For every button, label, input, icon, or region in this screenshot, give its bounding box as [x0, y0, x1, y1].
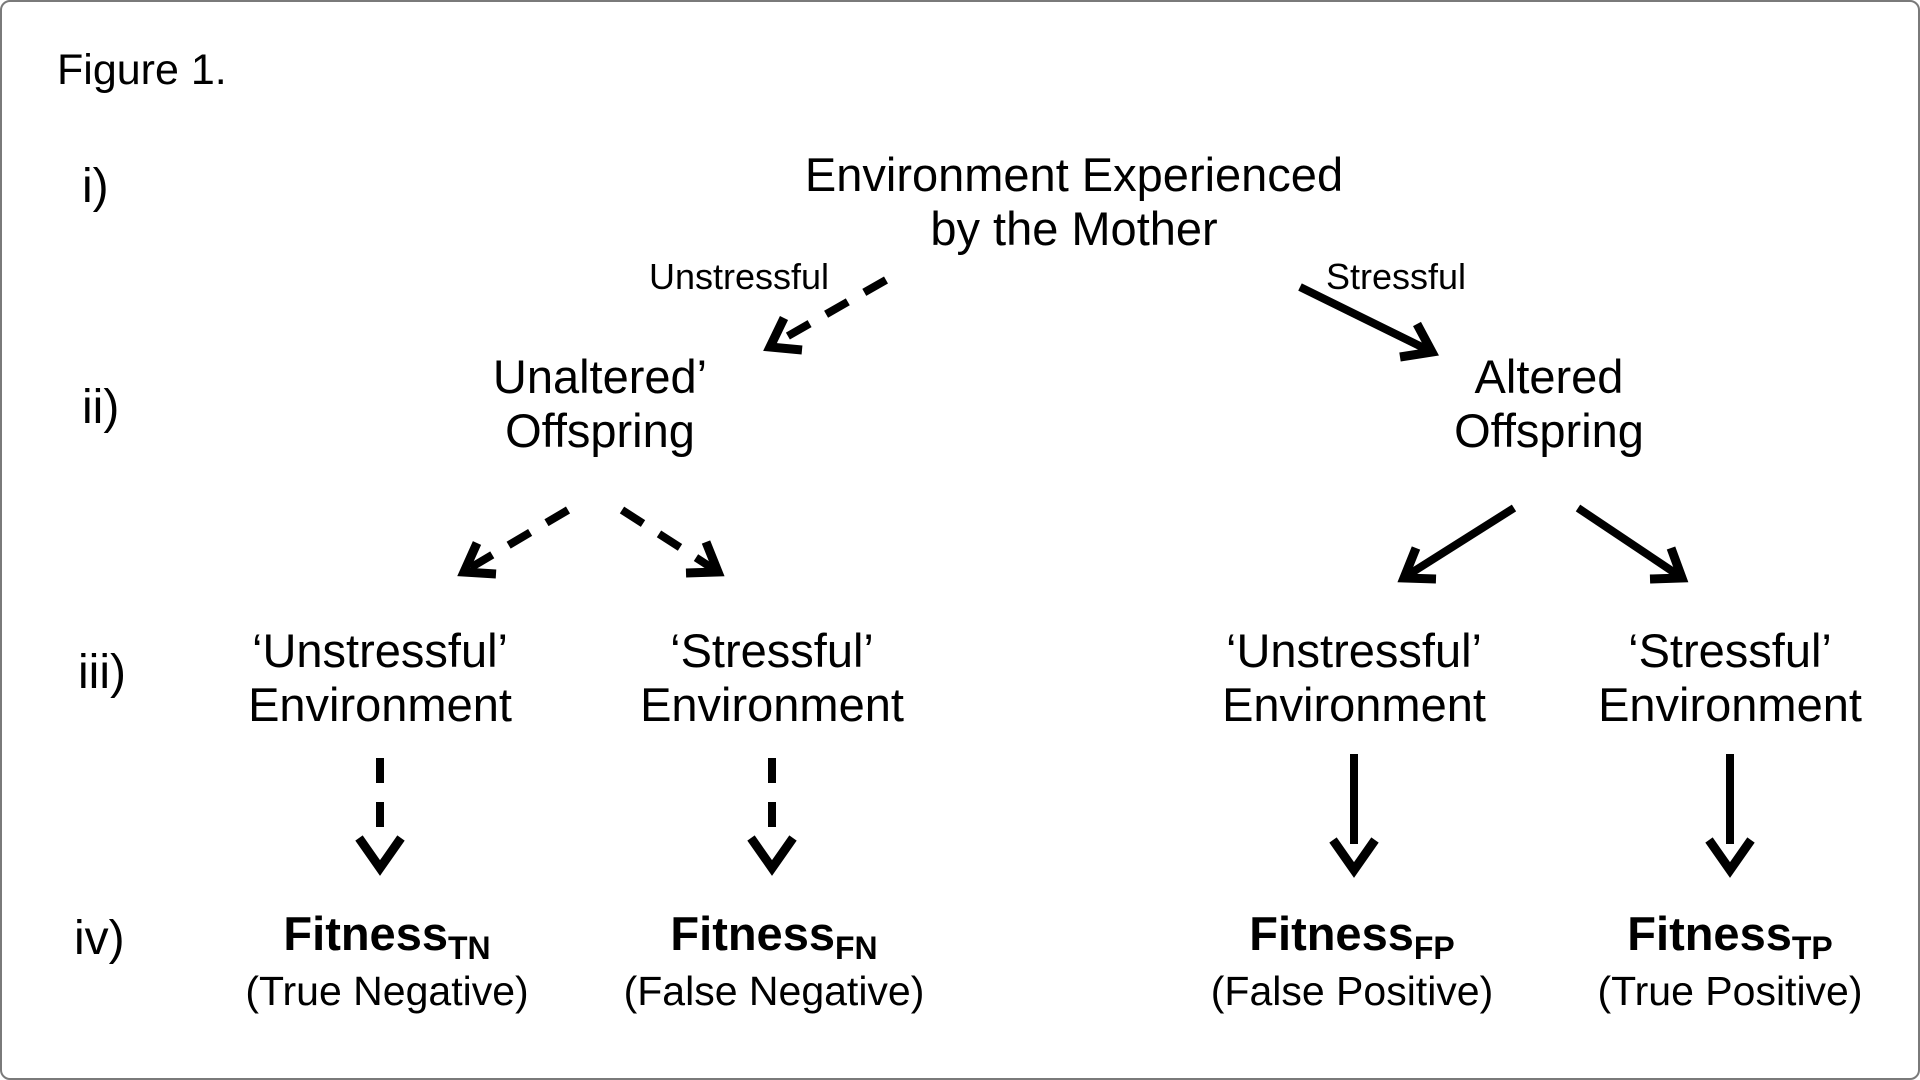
- arrow-env-to-fitness-fn: [747, 758, 797, 876]
- arrow-env-to-fitness-fp: [1329, 754, 1379, 878]
- arrow-env-to-fitness-tn: [355, 758, 405, 876]
- fitness-tp-label: Fitness: [1627, 907, 1792, 960]
- row-label-i: i): [82, 160, 109, 213]
- figure-caption: Figure 1.: [57, 46, 227, 94]
- edge-label-unstressful: Unstressful: [648, 256, 830, 297]
- fitness-fn: FitnessFN: [670, 906, 877, 967]
- arrow-unaltered-to-unstressful-env: [457, 506, 571, 579]
- row-label-ii: ii): [82, 381, 120, 434]
- fitness-fn-label: Fitness: [670, 907, 835, 960]
- node-env-altered-stressful: ‘Stressful’ Environment: [1598, 624, 1862, 731]
- node-env-unaltered-unstressful: ‘Unstressful’ Environment: [248, 624, 512, 731]
- arrow-altered-to-unstressful-env: [1397, 504, 1517, 584]
- node-environment-mother-line2: by the Mother: [930, 201, 1218, 255]
- node-env-unaltered-stressful: ‘Stressful’ Environment: [640, 624, 904, 731]
- node-unaltered-offspring-line1: Unaltered’: [492, 350, 708, 403]
- env-line1: ‘Stressful’: [1628, 624, 1832, 677]
- env-line2: Environment: [640, 677, 904, 731]
- arrow-env-to-fitness-tp: [1705, 754, 1755, 878]
- row-label-iv: iv): [74, 912, 125, 965]
- node-unaltered-offspring: Unaltered’ Offspring: [493, 350, 707, 457]
- fitness-tn-label: Fitness: [283, 907, 448, 960]
- edge-label-stressful: Stressful: [1325, 256, 1467, 297]
- arrow-altered-to-stressful-env: [1575, 504, 1689, 584]
- fitness-fp-label: Fitness: [1249, 907, 1414, 960]
- fitness-tp-caption: (True Positive): [1597, 968, 1863, 1014]
- node-unaltered-offspring-line2: Offspring: [505, 403, 695, 457]
- node-altered-offspring-line1: Altered: [1474, 350, 1624, 403]
- fitness-tn-subscript: TN: [447, 929, 491, 966]
- fitness-fp: FitnessFP: [1249, 906, 1454, 967]
- node-altered-offspring: Altered Offspring: [1454, 350, 1644, 457]
- fitness-fn-caption: (False Negative): [623, 968, 925, 1014]
- row-label-iii: iii): [78, 646, 126, 699]
- env-line2: Environment: [1598, 677, 1862, 731]
- node-environment-mother: Environment Experienced by the Mother: [805, 148, 1343, 255]
- fitness-fn-subscript: FN: [834, 929, 878, 966]
- fitness-tp: FitnessTP: [1627, 906, 1832, 967]
- node-env-altered-unstressful: ‘Unstressful’ Environment: [1222, 624, 1486, 731]
- fitness-fp-subscript: FP: [1413, 929, 1455, 966]
- fitness-tn: FitnessTN: [283, 906, 490, 967]
- fitness-tn-caption: (True Negative): [245, 968, 529, 1014]
- node-altered-offspring-line2: Offspring: [1454, 403, 1644, 457]
- env-line1: ‘Unstressful’: [252, 624, 508, 677]
- fitness-tp-subscript: TP: [1791, 929, 1833, 966]
- arrow-unaltered-to-stressful-env: [619, 506, 725, 578]
- env-line1: ‘Stressful’: [670, 624, 874, 677]
- env-line1: ‘Unstressful’: [1226, 624, 1482, 677]
- env-line2: Environment: [248, 677, 512, 731]
- node-environment-mother-line1: Environment Experienced: [804, 148, 1344, 201]
- fitness-fp-caption: (False Positive): [1210, 968, 1494, 1014]
- env-line2: Environment: [1222, 677, 1486, 731]
